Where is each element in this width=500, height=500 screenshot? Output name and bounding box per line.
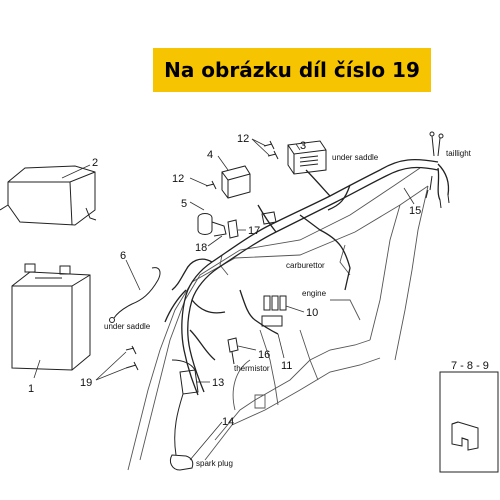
part-number-5: 5: [181, 198, 187, 210]
part-number-11: 11: [281, 360, 292, 372]
label-spark-plug: spark plug: [196, 459, 233, 468]
battery-cover-part-2: [0, 165, 97, 226]
label-taillight: taillight: [446, 149, 472, 158]
part-numbers: 2 1 3 12 4 12 5 17 18 6 15 10 11 16 13 1…: [28, 133, 489, 428]
part-number-4: 4: [207, 149, 213, 161]
part-number-14: 14: [222, 416, 234, 428]
part-number-19: 19: [80, 377, 92, 389]
part-number-3: 3: [300, 140, 306, 152]
scooter-frame: [127, 167, 429, 471]
leader-lines: [33, 138, 415, 461]
taillight-connectors: [425, 131, 450, 209]
part-number-15: 15: [409, 205, 421, 217]
spark-plug-cap-part-14: [169, 454, 194, 471]
main-wiring-harness-part-15: [164, 158, 450, 396]
voltage-regulator-part-3: [287, 140, 327, 175]
part-number-6: 6: [120, 250, 126, 262]
part-number-12-left: 12: [172, 173, 184, 185]
label-thermistor: thermistor: [234, 364, 270, 373]
part-number-12-top: 12: [237, 133, 249, 145]
label-under-saddle-top: under saddle: [332, 153, 379, 162]
component-labels: under saddle taillight carburettor engin…: [104, 149, 472, 468]
part-number-13: 13: [212, 377, 224, 389]
screws-parts-12-19: [125, 140, 279, 371]
label-engine: engine: [302, 289, 327, 298]
control-unit-part-4: [221, 165, 251, 199]
banner-text: Na obrázku díl číslo 19: [164, 58, 420, 82]
label-under-saddle-left: under saddle: [104, 322, 151, 331]
part-number-16: 16: [258, 349, 270, 361]
battery-cable-part-6: [109, 267, 161, 323]
part-number-banner: Na obrázku díl číslo 19: [153, 48, 431, 92]
part-number-1: 1: [28, 383, 34, 395]
label-carburettor: carburettor: [286, 261, 325, 270]
part-number-10: 10: [306, 307, 318, 319]
connector-block-part-10: [261, 295, 287, 327]
fuse-inset-box: [439, 371, 499, 473]
part-number-18: 18: [195, 242, 207, 254]
part-number-17: 17: [248, 225, 260, 237]
part-number-7-8-9: 7 - 8 - 9: [451, 360, 489, 372]
thermistor-part-16: [227, 337, 239, 365]
battery-part-1: [11, 263, 91, 371]
ignition-coil-part-13: [171, 359, 199, 456]
part-number-2: 2: [92, 157, 98, 169]
